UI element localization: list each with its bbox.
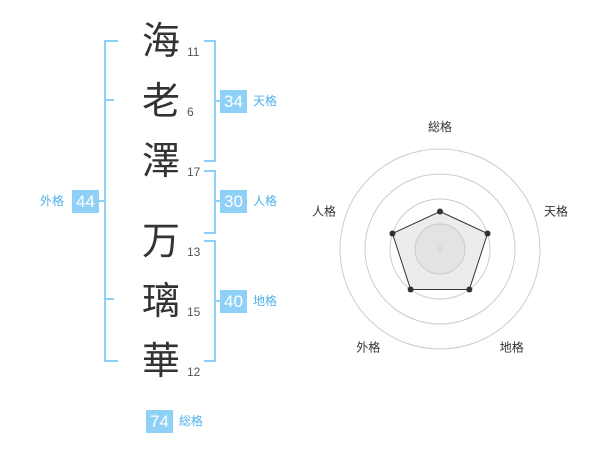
radar-axis-label-3: 地格 [500,340,524,355]
radar-point-1 [437,208,443,215]
name-char-5: 璃 [141,279,180,323]
name-char-1: 海 [141,19,180,63]
stroke-count-3: 17 [187,165,201,179]
gaikaku-value: 44 [72,190,99,213]
bracket-tick [98,200,106,202]
name-char-6: 華 [141,339,180,383]
chikaku-value: 40 [220,290,247,313]
radar-ring-2 [389,198,491,300]
radar-ring-3 [364,173,516,325]
radar-center [437,246,443,252]
soukaku-value: 74 [146,410,173,433]
radar-axis-label-2: 天格 [544,203,568,218]
bracket-tick [214,300,221,302]
radar-axis-label-1: 総格 [428,119,452,134]
name-char-3: 澤 [141,139,180,183]
chikaku-label: 地格 [253,294,278,308]
radar-axis-label-5: 人格 [312,203,336,218]
radar-ring-4 [339,148,541,350]
stroke-count-4: 13 [187,245,201,259]
stroke-count-5: 15 [187,305,201,319]
radar-axis-label-4: 外格 [356,340,380,355]
jinkaku-value: 30 [220,190,247,213]
bracket-tick [214,200,221,202]
jinkaku-label: 人格 [253,194,278,208]
stroke-count-2: 6 [187,105,194,119]
name-char-4: 万 [141,219,180,263]
jinkaku-bracket [204,170,216,234]
gaikaku-bracket [104,40,118,362]
radar-point-5 [389,230,396,237]
bracket-tick [214,100,221,102]
gaikaku-label: 外格 [40,194,65,208]
stroke-count-1: 11 [187,45,200,59]
stroke-count-6: 12 [187,365,201,379]
radar-point-3 [466,286,473,293]
tenkaku-value: 34 [220,90,247,113]
radar-point-4 [407,286,414,293]
tenkaku-label: 天格 [253,94,278,108]
bracket-tick [104,298,114,300]
soukaku-label: 総格 [179,414,204,428]
name-char-2: 老 [141,79,180,123]
bracket-tick [104,99,114,101]
radar-point-2 [484,230,491,237]
